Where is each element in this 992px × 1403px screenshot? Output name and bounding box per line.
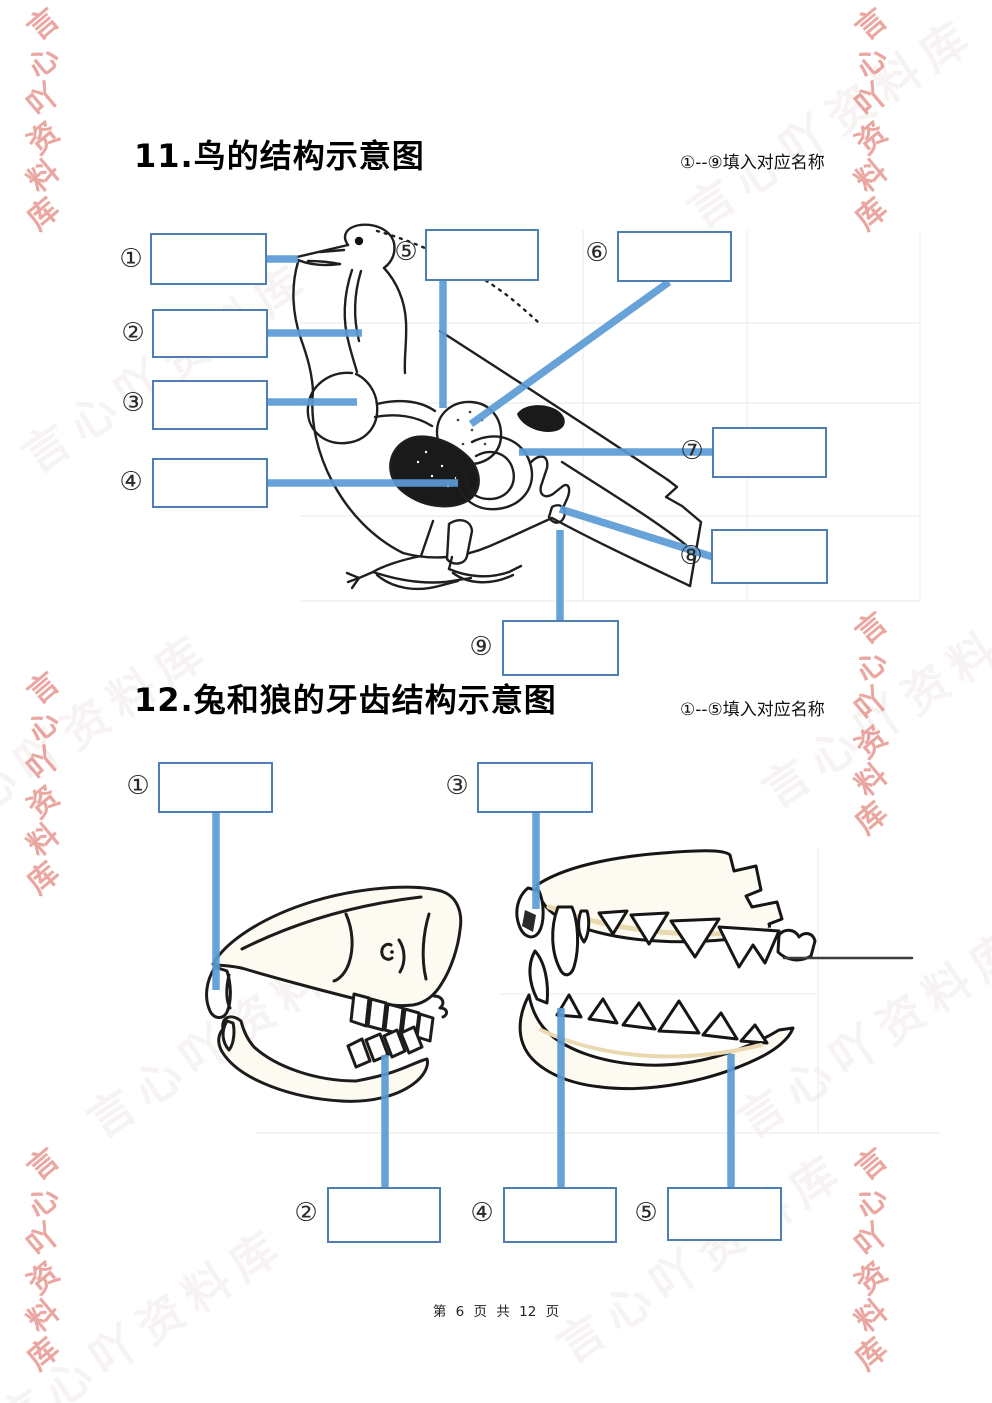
section11-title: 11.鸟的结构示意图: [134, 137, 425, 175]
section12-note: ①--⑤填入对应名称: [680, 700, 825, 720]
label-circle-teeth-2: ②: [294, 1198, 318, 1228]
answer-box-bird-2[interactable]: [152, 309, 268, 358]
label-circle-teeth-3: ③: [445, 771, 469, 801]
label-circle-bird-8: ⑧: [679, 541, 703, 571]
answer-box-bird-4[interactable]: [152, 458, 268, 508]
connector-lines: [212, 255, 735, 1188]
label-circle-teeth-4: ④: [470, 1198, 494, 1228]
label-circle-teeth-1: ①: [126, 771, 150, 801]
answer-box-bird-3[interactable]: [152, 380, 268, 430]
page-number-footer: 第 6 页 共 12 页: [432, 1304, 560, 1320]
bird-diagram: [292, 223, 703, 591]
answer-box-teeth-4[interactable]: [503, 1187, 617, 1243]
label-circle-bird-3: ③: [121, 388, 145, 418]
wolf-skull-diagram: [515, 849, 914, 1091]
label-circle-bird-7: ⑦: [680, 436, 704, 466]
answer-box-bird-8[interactable]: [711, 529, 828, 584]
answer-box-teeth-1[interactable]: [158, 762, 273, 813]
label-circle-bird-9: ⑨: [469, 632, 493, 662]
answer-box-bird-7[interactable]: [712, 427, 827, 478]
answer-box-bird-6[interactable]: [617, 231, 732, 282]
label-circle-bird-5: ⑤: [394, 237, 418, 267]
label-circle-bird-6: ⑥: [585, 238, 609, 268]
rabbit-skull-diagram: [205, 885, 463, 1103]
answer-box-bird-5[interactable]: [425, 229, 539, 281]
section11-note: ①--⑨填入对应名称: [680, 153, 825, 173]
answer-box-bird-1[interactable]: [150, 233, 267, 285]
label-circle-teeth-5: ⑤: [634, 1198, 658, 1228]
section12-title: 12.兔和狼的牙齿结构示意图: [134, 681, 557, 719]
label-circle-bird-4: ④: [119, 467, 143, 497]
answer-box-teeth-3[interactable]: [477, 762, 593, 813]
connector-line-6: [468, 278, 672, 428]
label-circle-bird-2: ②: [121, 318, 145, 348]
connector-line-8: [558, 505, 715, 561]
answer-box-bird-9[interactable]: [502, 620, 619, 676]
answer-box-teeth-2[interactable]: [327, 1187, 441, 1243]
answer-box-teeth-5[interactable]: [667, 1187, 782, 1241]
label-circle-bird-1: ①: [119, 244, 143, 274]
